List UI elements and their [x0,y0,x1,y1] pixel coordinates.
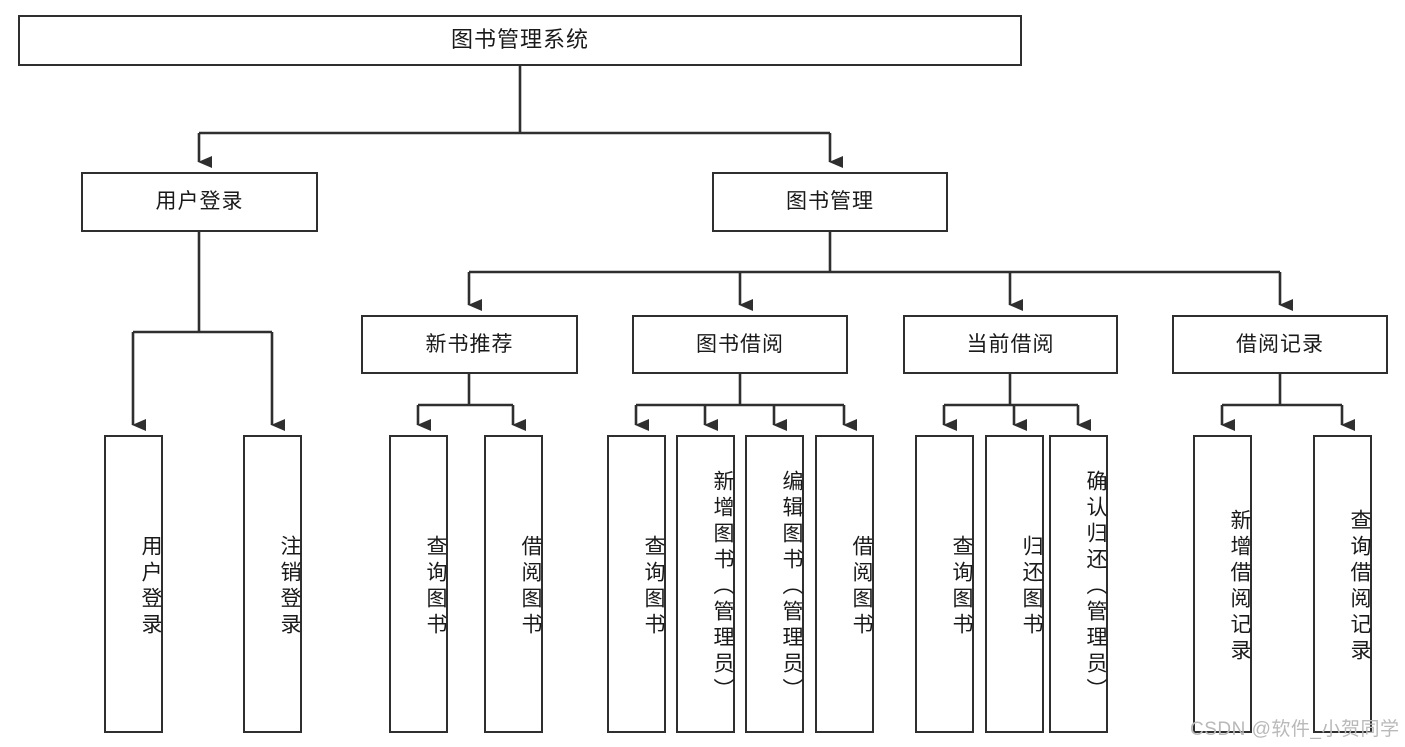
node-label: 归还图书 [1020,535,1043,639]
leaf-currentborrow-return-books[interactable]: 归还图书 [985,435,1044,733]
node-book-borrow[interactable]: 图书借阅 [632,315,848,374]
leaf-newbook-query-books[interactable]: 查询图书 [389,435,448,733]
node-label: 借阅图书 [519,535,542,639]
node-label: 查询图书 [950,535,973,639]
leaf-currentborrow-query-books[interactable]: 查询图书 [915,435,974,733]
leaf-borrowrecord-add-record[interactable]: 新增借阅记录 [1193,435,1252,733]
node-label: 借阅记录 [1236,332,1324,356]
leaf-borrowrecord-query-record[interactable]: 查询借阅记录 [1313,435,1372,733]
csdn-watermark: CSDN @软件_小贺同学 [1190,719,1400,740]
node-label: 图书管理系统 [450,27,589,53]
node-user-login[interactable]: 用户登录 [81,172,318,232]
node-label: 查询借阅记录 [1348,509,1371,665]
node-current-borrow[interactable]: 当前借阅 [903,315,1118,374]
node-label: 新增图书（管理员） [711,470,734,704]
node-label: 确认归还（管理员） [1084,470,1107,704]
node-label: 查询图书 [642,535,665,639]
node-label: 查询图书 [424,535,447,639]
leaf-bookborrow-add-book-admin[interactable]: 新增图书（管理员） [676,435,735,733]
node-label: 注销登录 [278,535,301,639]
leaf-currentborrow-confirm-return-admin[interactable]: 确认归还（管理员） [1049,435,1108,733]
leaf-user-login[interactable]: 用户登录 [104,435,163,733]
node-label: 借阅图书 [850,535,873,639]
node-book-management[interactable]: 图书管理 [712,172,948,232]
node-label: 图书借阅 [696,332,784,356]
node-new-book-recommend[interactable]: 新书推荐 [361,315,578,374]
node-borrow-record[interactable]: 借阅记录 [1172,315,1388,374]
node-label: 用户登录 [155,190,244,214]
node-label: 编辑图书（管理员） [780,470,803,704]
leaf-logout[interactable]: 注销登录 [243,435,302,733]
node-label: 当前借阅 [966,332,1055,356]
leaf-bookborrow-borrow-books[interactable]: 借阅图书 [815,435,874,733]
node-label: 用户登录 [139,535,162,639]
node-label: 图书管理 [786,190,874,214]
leaf-newbook-borrow-books[interactable]: 借阅图书 [484,435,543,733]
leaf-bookborrow-edit-book-admin[interactable]: 编辑图书（管理员） [745,435,804,733]
node-label: 新书推荐 [425,332,514,356]
node-root-library-system[interactable]: 图书管理系统 [18,15,1022,66]
leaf-bookborrow-query-books[interactable]: 查询图书 [607,435,666,733]
node-label: 新增借阅记录 [1228,509,1251,665]
